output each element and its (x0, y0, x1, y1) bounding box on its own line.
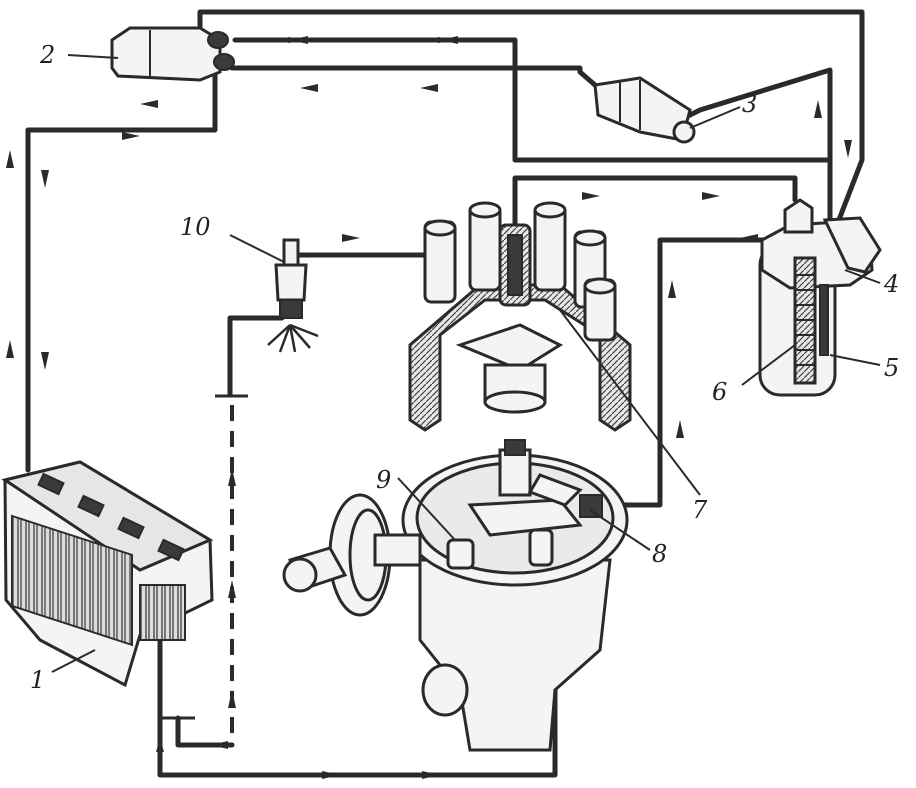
label-8: 8 (652, 540, 667, 568)
leader-lines (51, 54, 881, 673)
ignition-switch (110, 26, 235, 82)
wire-ht-coil-cap (512, 175, 798, 228)
label-2: 2 (39, 41, 55, 69)
current-arrows (6, 36, 852, 779)
resistor (593, 76, 696, 144)
label-5: 5 (884, 354, 899, 382)
battery-cell-caps (37, 472, 185, 562)
wire-switch-coil-outer (197, 9, 865, 233)
wire-coil-breaker (597, 237, 768, 508)
vacuum-advance (282, 493, 422, 617)
label-1: 1 (30, 666, 45, 694)
label-9: 9 (376, 466, 391, 494)
wire-plug-ground (227, 315, 285, 398)
ignition-coil (758, 198, 882, 397)
label-6: 6 (712, 378, 727, 406)
distributor-body (282, 439, 629, 752)
label-10: 10 (180, 213, 211, 241)
wire-battery-switch (25, 72, 218, 473)
wire-switch-resistor-low (229, 65, 598, 88)
label-3: 3 (742, 90, 757, 118)
callout-labels: 2 3 4 5 6 7 8 9 10 1 (30, 41, 899, 694)
label-4: 4 (883, 270, 899, 298)
wire-cap-plug (287, 242, 441, 263)
breaker-points (527, 473, 603, 518)
distributor-cap (408, 201, 632, 432)
label-7: 7 (692, 496, 708, 524)
spark-rays (267, 323, 319, 353)
coil-windings (795, 274, 815, 366)
wire-ground-bottom (175, 715, 235, 748)
spark-plug (267, 238, 319, 353)
capacitor (446, 528, 554, 570)
battery (1, 460, 214, 688)
